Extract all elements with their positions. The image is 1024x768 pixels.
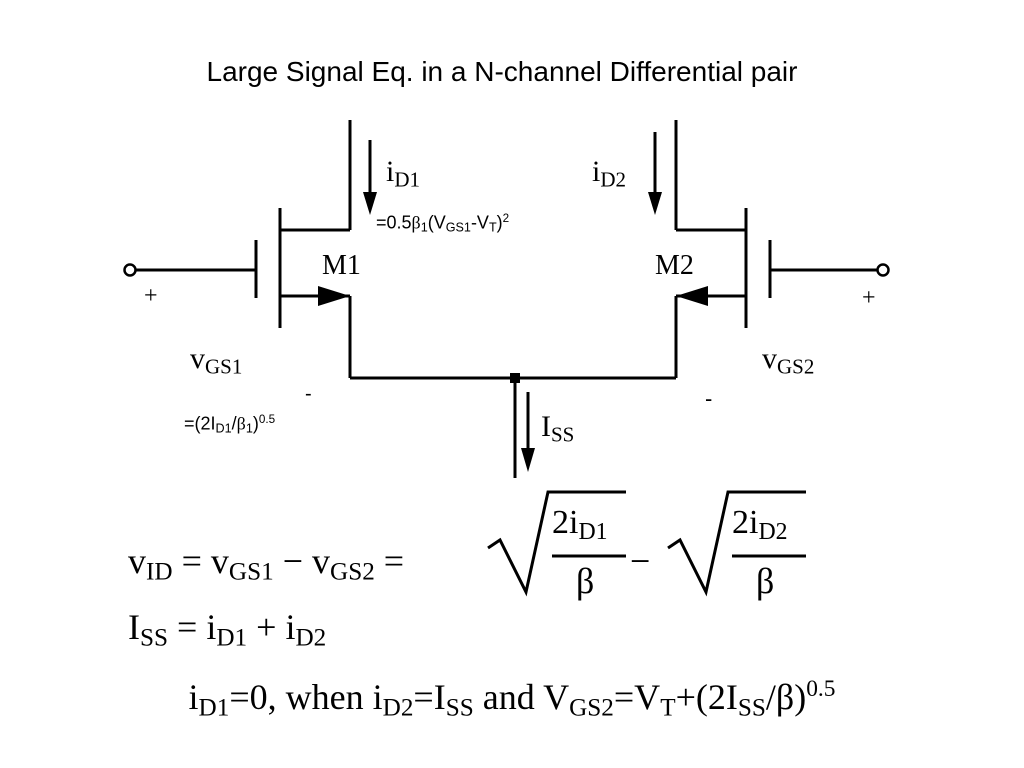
radical-1 bbox=[487, 490, 626, 597]
right-plus-label: + bbox=[862, 285, 876, 311]
iss-arrowhead bbox=[521, 448, 535, 472]
fraction-1-denominator: β bbox=[576, 561, 595, 601]
radical-2 bbox=[667, 490, 806, 597]
bottom-condition-equation: iD1=0, when iD2=ISS and VGS2=VT+(2ISS/β)… bbox=[188, 676, 836, 722]
page-title: Large Signal Eq. in a N-channel Differen… bbox=[206, 56, 798, 87]
tail-node-dot bbox=[510, 373, 520, 383]
m1-label: M1 bbox=[322, 250, 361, 281]
fraction-2-numerator: 2iD2 bbox=[732, 504, 788, 545]
vid-equation-lhs: vID = vGS1 − vGS2 = bbox=[128, 541, 405, 586]
iss-label: ISS bbox=[541, 410, 575, 447]
left-plus-label: + bbox=[144, 283, 158, 309]
vgs2-label: vGS2 bbox=[762, 342, 815, 379]
fraction-2-denominator: β bbox=[756, 561, 775, 601]
left-input-terminal bbox=[123, 263, 137, 277]
fraction-1-numerator: 2iD1 bbox=[552, 504, 608, 545]
vgs1-formula: =(2ID1/β1)0.5 bbox=[184, 413, 276, 436]
right-input-terminal bbox=[876, 263, 890, 277]
id1-label: iD1 bbox=[386, 155, 421, 192]
id2-label: iD2 bbox=[592, 155, 627, 192]
m2-source-arrowhead bbox=[676, 286, 708, 306]
left-minus-label: - bbox=[305, 383, 312, 405]
minus-between-roots: − bbox=[630, 541, 651, 581]
id1-arrowhead bbox=[363, 192, 377, 215]
right-minus-label: - bbox=[705, 386, 713, 411]
id2-arrowhead bbox=[648, 192, 662, 215]
m2-label: M2 bbox=[655, 250, 694, 281]
iss-equation: ISS = iD1 + iD2 bbox=[128, 607, 327, 652]
m1-source-arrowhead bbox=[318, 286, 350, 306]
vgs1-label: vGS1 bbox=[190, 342, 243, 379]
id1-formula: =0.5β1(VGS1-VT)2 bbox=[376, 212, 510, 235]
